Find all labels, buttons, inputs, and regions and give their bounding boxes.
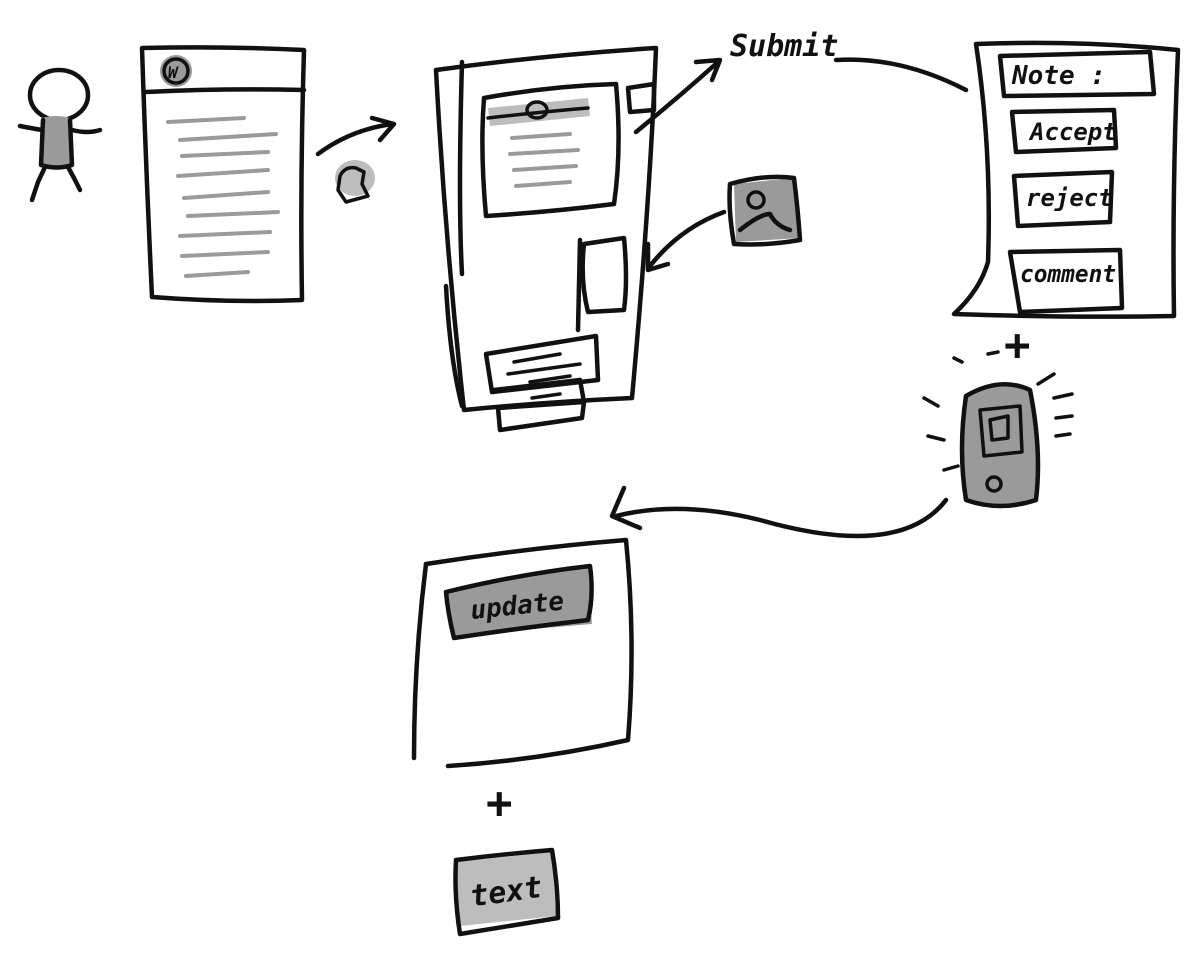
accept-button[interactable]: Accept (1028, 118, 1117, 146)
note-field: Note : (1011, 61, 1106, 91)
submit-connector (833, 57, 969, 93)
notification-return-arrow (609, 485, 949, 539)
submit-label: Submit (730, 29, 838, 64)
update-screen: update (411, 537, 634, 769)
plus-sign-top: + (1004, 320, 1031, 371)
reject-button[interactable]: reject (1026, 184, 1113, 212)
submit-arrow (633, 57, 723, 135)
page-editor (433, 45, 659, 433)
review-panel: Note : Accept reject comment (951, 40, 1181, 319)
pointer-hand-icon (335, 160, 375, 204)
image-insert-arrow (645, 209, 727, 273)
phone-notification-icon (922, 350, 1074, 509)
image-upload-icon (727, 174, 803, 247)
stick-figure-user (17, 67, 103, 203)
text-box: text (453, 847, 561, 937)
click-arrow (315, 115, 397, 157)
plus-sign-bottom: + (486, 778, 513, 829)
comment-button[interactable]: comment (1020, 260, 1116, 288)
page-article-list: W (139, 45, 307, 304)
page-logo: W (168, 63, 179, 82)
